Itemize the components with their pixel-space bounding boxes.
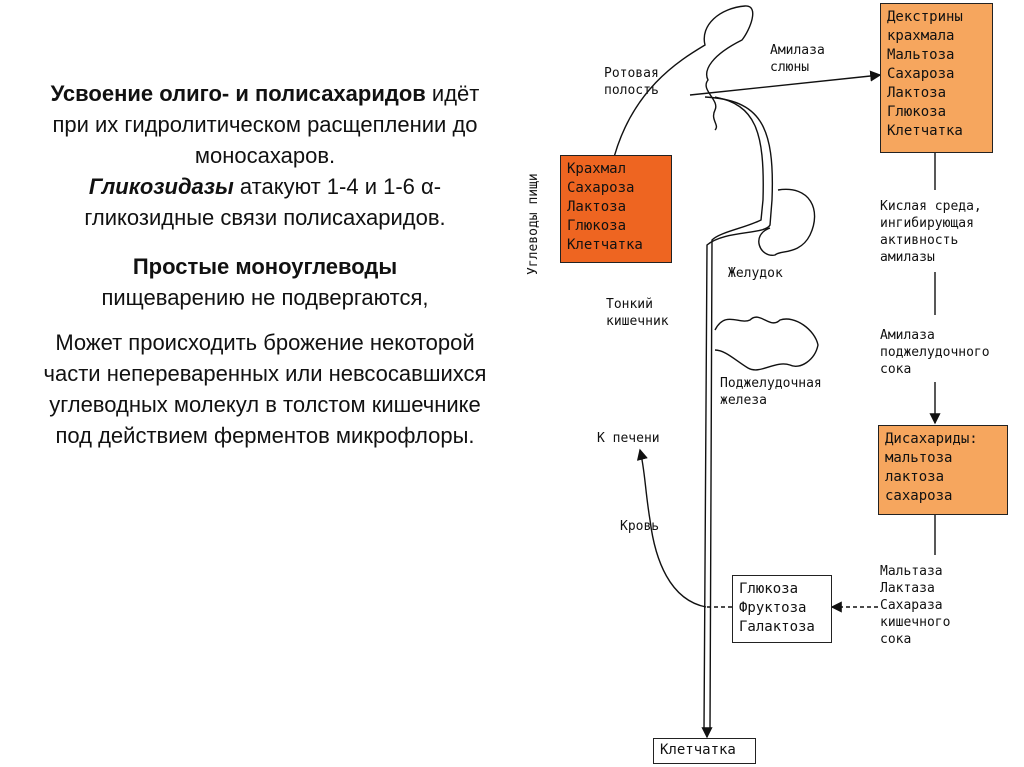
label-stomach: Желудок [728, 266, 783, 281]
vertical-label-food-carbs: Углеводы пищи [526, 173, 541, 275]
paragraph-assimilation: Усвоение олиго- и полисахаридов идёт при… [50, 81, 480, 168]
food-carbs-box: Крахмал Сахароза Лактоза Глюкоза Клетчат… [560, 155, 672, 263]
stomach-outline [758, 188, 816, 256]
mouth-to-top-arrow [689, 70, 882, 96]
head-outline [611, 5, 754, 166]
blood-arrow [636, 448, 707, 608]
intestine-loop [714, 316, 819, 371]
label-blood: Кровь [620, 519, 660, 534]
description-text: Усвоение олиго- и полисахаридов идёт при… [30, 78, 500, 451]
dextrins-box: Декстрины крахмала Мальтоза Сахароза Лак… [880, 3, 993, 153]
esophagus-inner [709, 96, 764, 731]
label-to-liver: К печени [597, 431, 660, 446]
esophagus-outer [703, 96, 774, 731]
paragraph-fermentation: Может происходить брожение некоторой час… [43, 330, 487, 448]
paragraph-glycosidases: Гликозидазы атакуют 1-4 и 1-6 α-гликозид… [84, 174, 446, 230]
monosaccharides-box: Глюкоза Фруктоза Галактоза [732, 575, 832, 643]
fiber-bottom-box: Клетчатка [653, 738, 756, 764]
disaccharides-box: Дисахариды: мальтоза лактоза сахароза [878, 425, 1008, 515]
